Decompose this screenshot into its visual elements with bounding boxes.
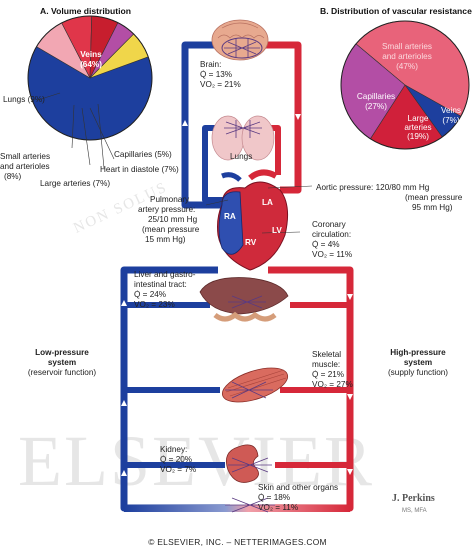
pie-b-small-arteries-label-2: and arterioles — [382, 52, 432, 61]
pie-a-lungs-label: Lungs (9%) — [3, 95, 45, 104]
pie-a-small-arteries-value: (8%) — [4, 172, 22, 181]
pie-a-small-arteries-label-2: and arterioles — [0, 162, 50, 171]
volume-pie-chart — [27, 15, 153, 141]
heart-chamber-rv: RV — [245, 238, 257, 247]
pie-b-veins-label: Veins — [440, 106, 462, 115]
low-pressure-subtitle: system — [47, 358, 77, 367]
liver-label-2: intestinal tract: — [134, 280, 187, 289]
liver-vo2-value: VO₂ = 23% — [134, 300, 175, 309]
pie-b-large-arteries-label-2: arteries — [404, 123, 432, 132]
pie-b-capillaries-label: Capillaries — [356, 92, 396, 101]
skeletal-vo2-value: VO₂ = 27% — [312, 380, 353, 389]
panel-b-title: B. Distribution of vascular resistance — [320, 6, 472, 16]
pressure-leader-lines — [205, 185, 313, 234]
heart-chamber-la: LA — [262, 198, 273, 207]
kidney-organ — [225, 444, 272, 483]
figure-page: ELSEVIER NON SOLUS — [0, 6, 472, 514]
panel-a-title: A. Volume distribution — [40, 6, 132, 16]
high-pressure-function: (supply function) — [387, 368, 449, 377]
circulation-diagram — [27, 15, 470, 513]
coronary-flow-value: Q̇ = 4% — [312, 240, 340, 249]
pulmonary-pressure-line-2: artery pressure: — [138, 205, 196, 214]
pie-a-heart-label: Heart in diastole (7%) — [100, 165, 179, 174]
high-pressure-subtitle: system — [403, 358, 433, 367]
pie-b-veins-value: (7%) — [442, 116, 460, 125]
flow-arrows — [121, 114, 353, 476]
coronary-label-1: Coronary — [312, 220, 346, 229]
skin-vo2-value: VO₂ = 11% — [258, 503, 299, 512]
aortic-pressure-line-3: 95 mm Hg) — [412, 203, 453, 212]
pie-a-large-arteries-label: Large arteries (7%) — [40, 179, 111, 188]
lungs-organ — [211, 115, 275, 161]
muscle-organ — [221, 367, 289, 403]
liver-label-1: Liver and gastro- — [134, 270, 196, 279]
pie-b-capillaries-value: (27%) — [365, 102, 387, 111]
pie-b-outline — [340, 20, 470, 150]
pie-a-veins-label: Veins — [80, 50, 102, 59]
heart-chamber-lv: LV — [272, 226, 282, 235]
kidney-flow-value: Q̇ = 20% — [160, 455, 193, 464]
pie-b-small-arteries-value: (47%) — [396, 62, 418, 71]
copyright-footer: © ELSEVIER, INC. – NETTERIMAGES.COM — [0, 535, 475, 550]
skin-capillary-bed — [225, 497, 275, 513]
brain-label: Brain: — [200, 60, 222, 69]
skin-flow-value: Q̇ = 18% — [258, 493, 291, 502]
coronary-label-2: circulation: — [312, 230, 352, 239]
pulmonary-pressure-line-4: (mean pressure — [142, 225, 200, 234]
skeletal-flow-value: Q̇ = 21% — [312, 370, 345, 379]
pulmonary-pressure-line-5: 15 mm Hg) — [145, 235, 186, 244]
liver-organ — [199, 277, 289, 322]
aortic-pressure-line-1: Aortic pressure: 120/80 mm Hg — [316, 183, 430, 192]
heart-organ — [217, 169, 289, 271]
aortic-pressure-line-2: (mean pressure — [405, 193, 463, 202]
pulmonary-pressure-line-1: Pulmonary — [150, 195, 190, 204]
pie-a-capillaries-label: Capillaries (5%) — [114, 150, 172, 159]
pie-b-large-arteries-label-1: Large — [407, 114, 429, 123]
low-pressure-function: (reservoir function) — [27, 368, 97, 377]
pie-a-small-arteries-label-1: Small arteries — [0, 152, 51, 161]
brain-capillary-bed — [221, 37, 263, 59]
heart-chamber-ra: RA — [224, 212, 236, 221]
artist-signature: J. Perkins — [392, 493, 435, 504]
low-pressure-title: Low-pressure — [35, 348, 89, 357]
lungs-label: Lungs — [230, 152, 253, 161]
liver-flow-value: Q̇ = 24% — [134, 290, 167, 299]
skin-label: Skin and other organs — [258, 483, 339, 492]
brain-flow-value: Q̇ = 13% — [200, 70, 233, 79]
pulmonary-pressure-line-3: 25/10 mm Hg — [148, 215, 198, 224]
pie-a-outline — [27, 15, 153, 141]
skeletal-label-1: Skeletal — [312, 350, 342, 359]
brain-organ — [211, 19, 269, 61]
pie-leader-lines — [37, 92, 115, 169]
high-pressure-title: High-pressure — [390, 348, 446, 357]
pie-a-veins-value: (64%) — [80, 60, 102, 69]
artist-credentials: MS, MFA — [402, 508, 427, 514]
watermark-text: ELSEVIER — [18, 421, 374, 501]
coronary-vo2-value: VO₂ = 11% — [312, 250, 353, 259]
kidney-label: Kidney: — [160, 445, 188, 454]
pie-b-large-arteries-value: (19%) — [407, 132, 429, 141]
resistance-pie-chart — [340, 20, 470, 150]
pie-b-small-arteries-label-1: Small arteries — [381, 42, 433, 51]
skeletal-label-2: muscle: — [312, 360, 341, 369]
brain-vo2-value: VO₂ = 21% — [200, 80, 241, 89]
kidney-vo2-value: VO₂ = 7% — [160, 465, 197, 474]
